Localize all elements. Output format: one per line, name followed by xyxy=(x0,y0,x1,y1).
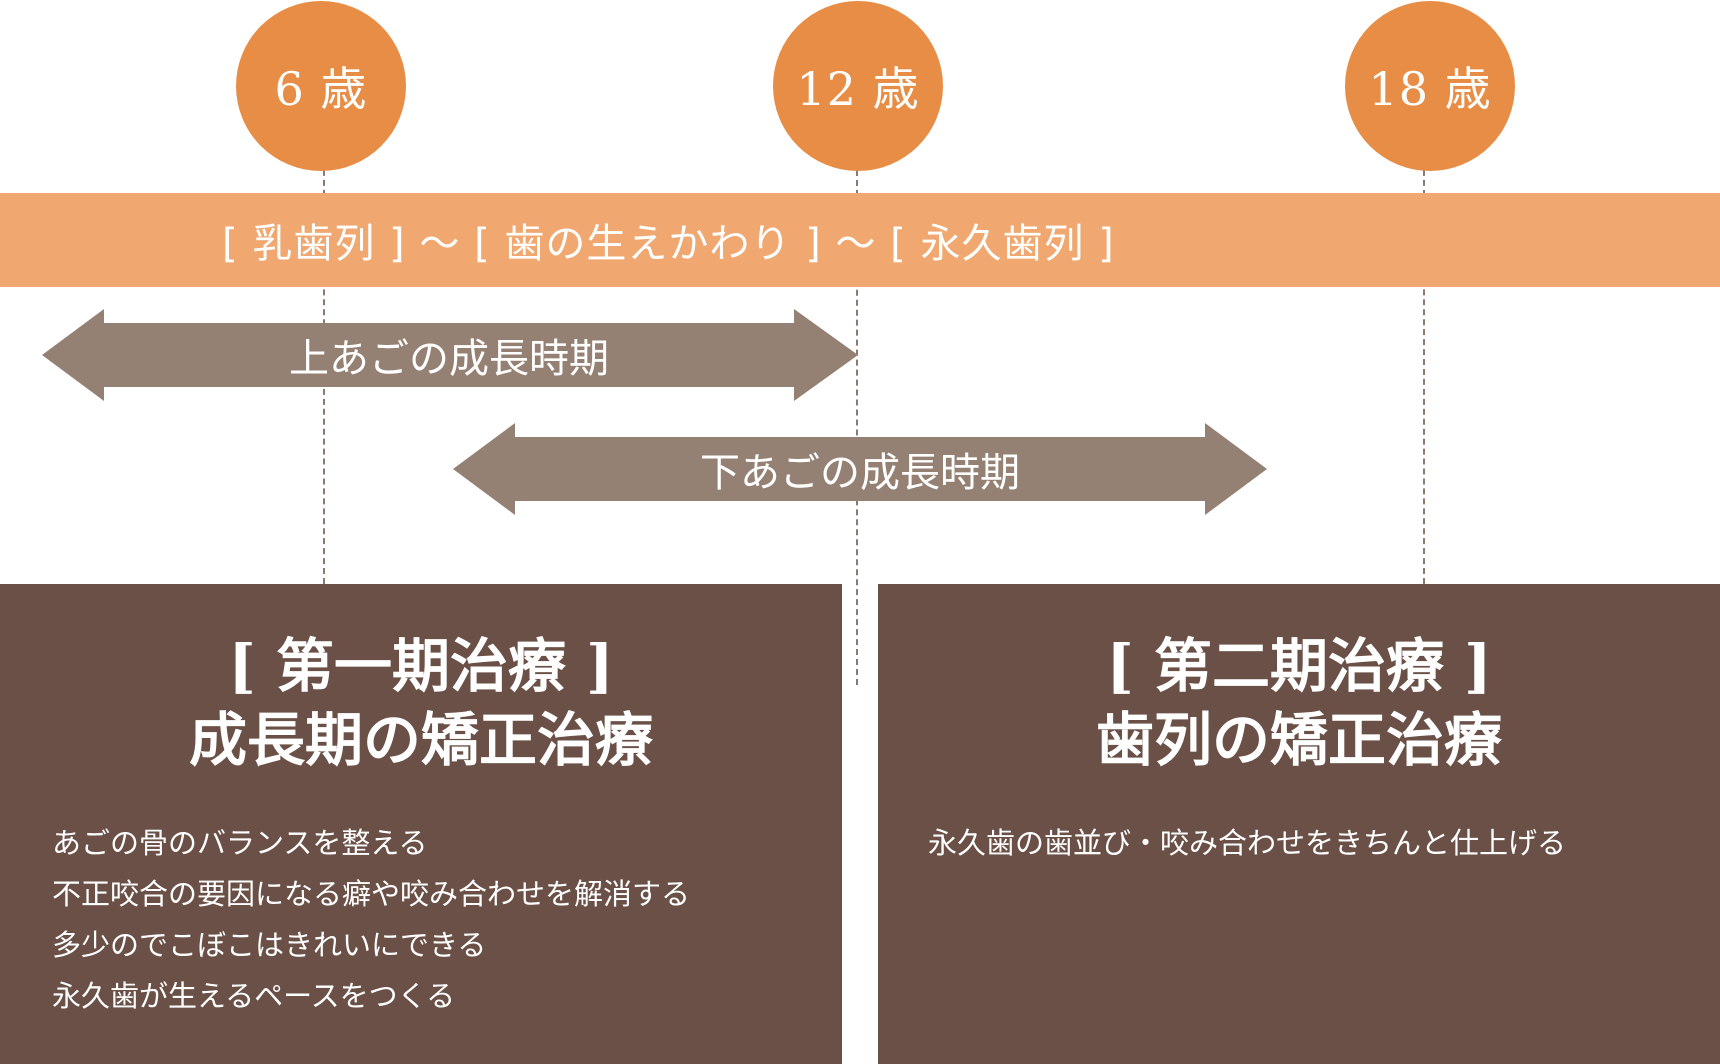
dentition-stage-label: [ 乳歯列 ] 〜 [ 歯の生えかわり ] 〜 [ 永久歯列 ] xyxy=(222,221,1115,267)
lower-jaw-growth-label: 下あごの成長時期 xyxy=(700,450,1020,496)
age-12-marker: 12 歳 xyxy=(773,1,943,171)
phase1-goal-list: あごの骨のバランスを整える 不正咬合の要因になる癖や咬み合わせを解消する 多少の… xyxy=(52,818,690,1022)
lower-jaw-growth-arrow xyxy=(453,423,1267,515)
phase1-treatment-panel: [ 第一期治療 ] 成長期の矯正治療 あごの骨のバランスを整える 不正咬合の要因… xyxy=(0,584,842,1064)
list-item: 永久歯の歯並び・咬み合わせをきちんと仕上げる xyxy=(928,826,1567,860)
phase1-heading: [ 第一期治療 ] xyxy=(228,632,614,700)
list-item: あごの骨のバランスを整える xyxy=(52,826,428,860)
phase2-treatment-panel: [ 第二期治療 ] 歯列の矯正治療 永久歯の歯並び・咬み合わせをきちんと仕上げる xyxy=(878,584,1720,1064)
phase2-heading: [ 第二期治療 ] xyxy=(1106,632,1492,700)
list-item: 不正咬合の要因になる癖や咬み合わせを解消する xyxy=(52,877,691,911)
age-12-guide-line xyxy=(856,150,858,685)
upper-jaw-growth-arrow xyxy=(42,309,858,401)
list-item: 多少のでこぼこはきれいにできる xyxy=(52,928,487,962)
upper-jaw-growth-label: 上あごの成長時期 xyxy=(289,336,609,382)
phase2-subheading: 歯列の矯正治療 xyxy=(1095,706,1502,774)
phase2-goal-list: 永久歯の歯並び・咬み合わせをきちんと仕上げる xyxy=(928,818,1566,869)
age-6-marker: 6 歳 xyxy=(236,1,406,171)
phase1-subheading: 成長期の矯正治療 xyxy=(188,706,653,774)
age-18-marker: 18 歳 xyxy=(1345,1,1515,171)
list-item: 永久歯が生えるペースをつくる xyxy=(52,979,456,1013)
age-18-guide-line xyxy=(1423,150,1425,584)
dentition-stage-band xyxy=(0,193,1720,287)
